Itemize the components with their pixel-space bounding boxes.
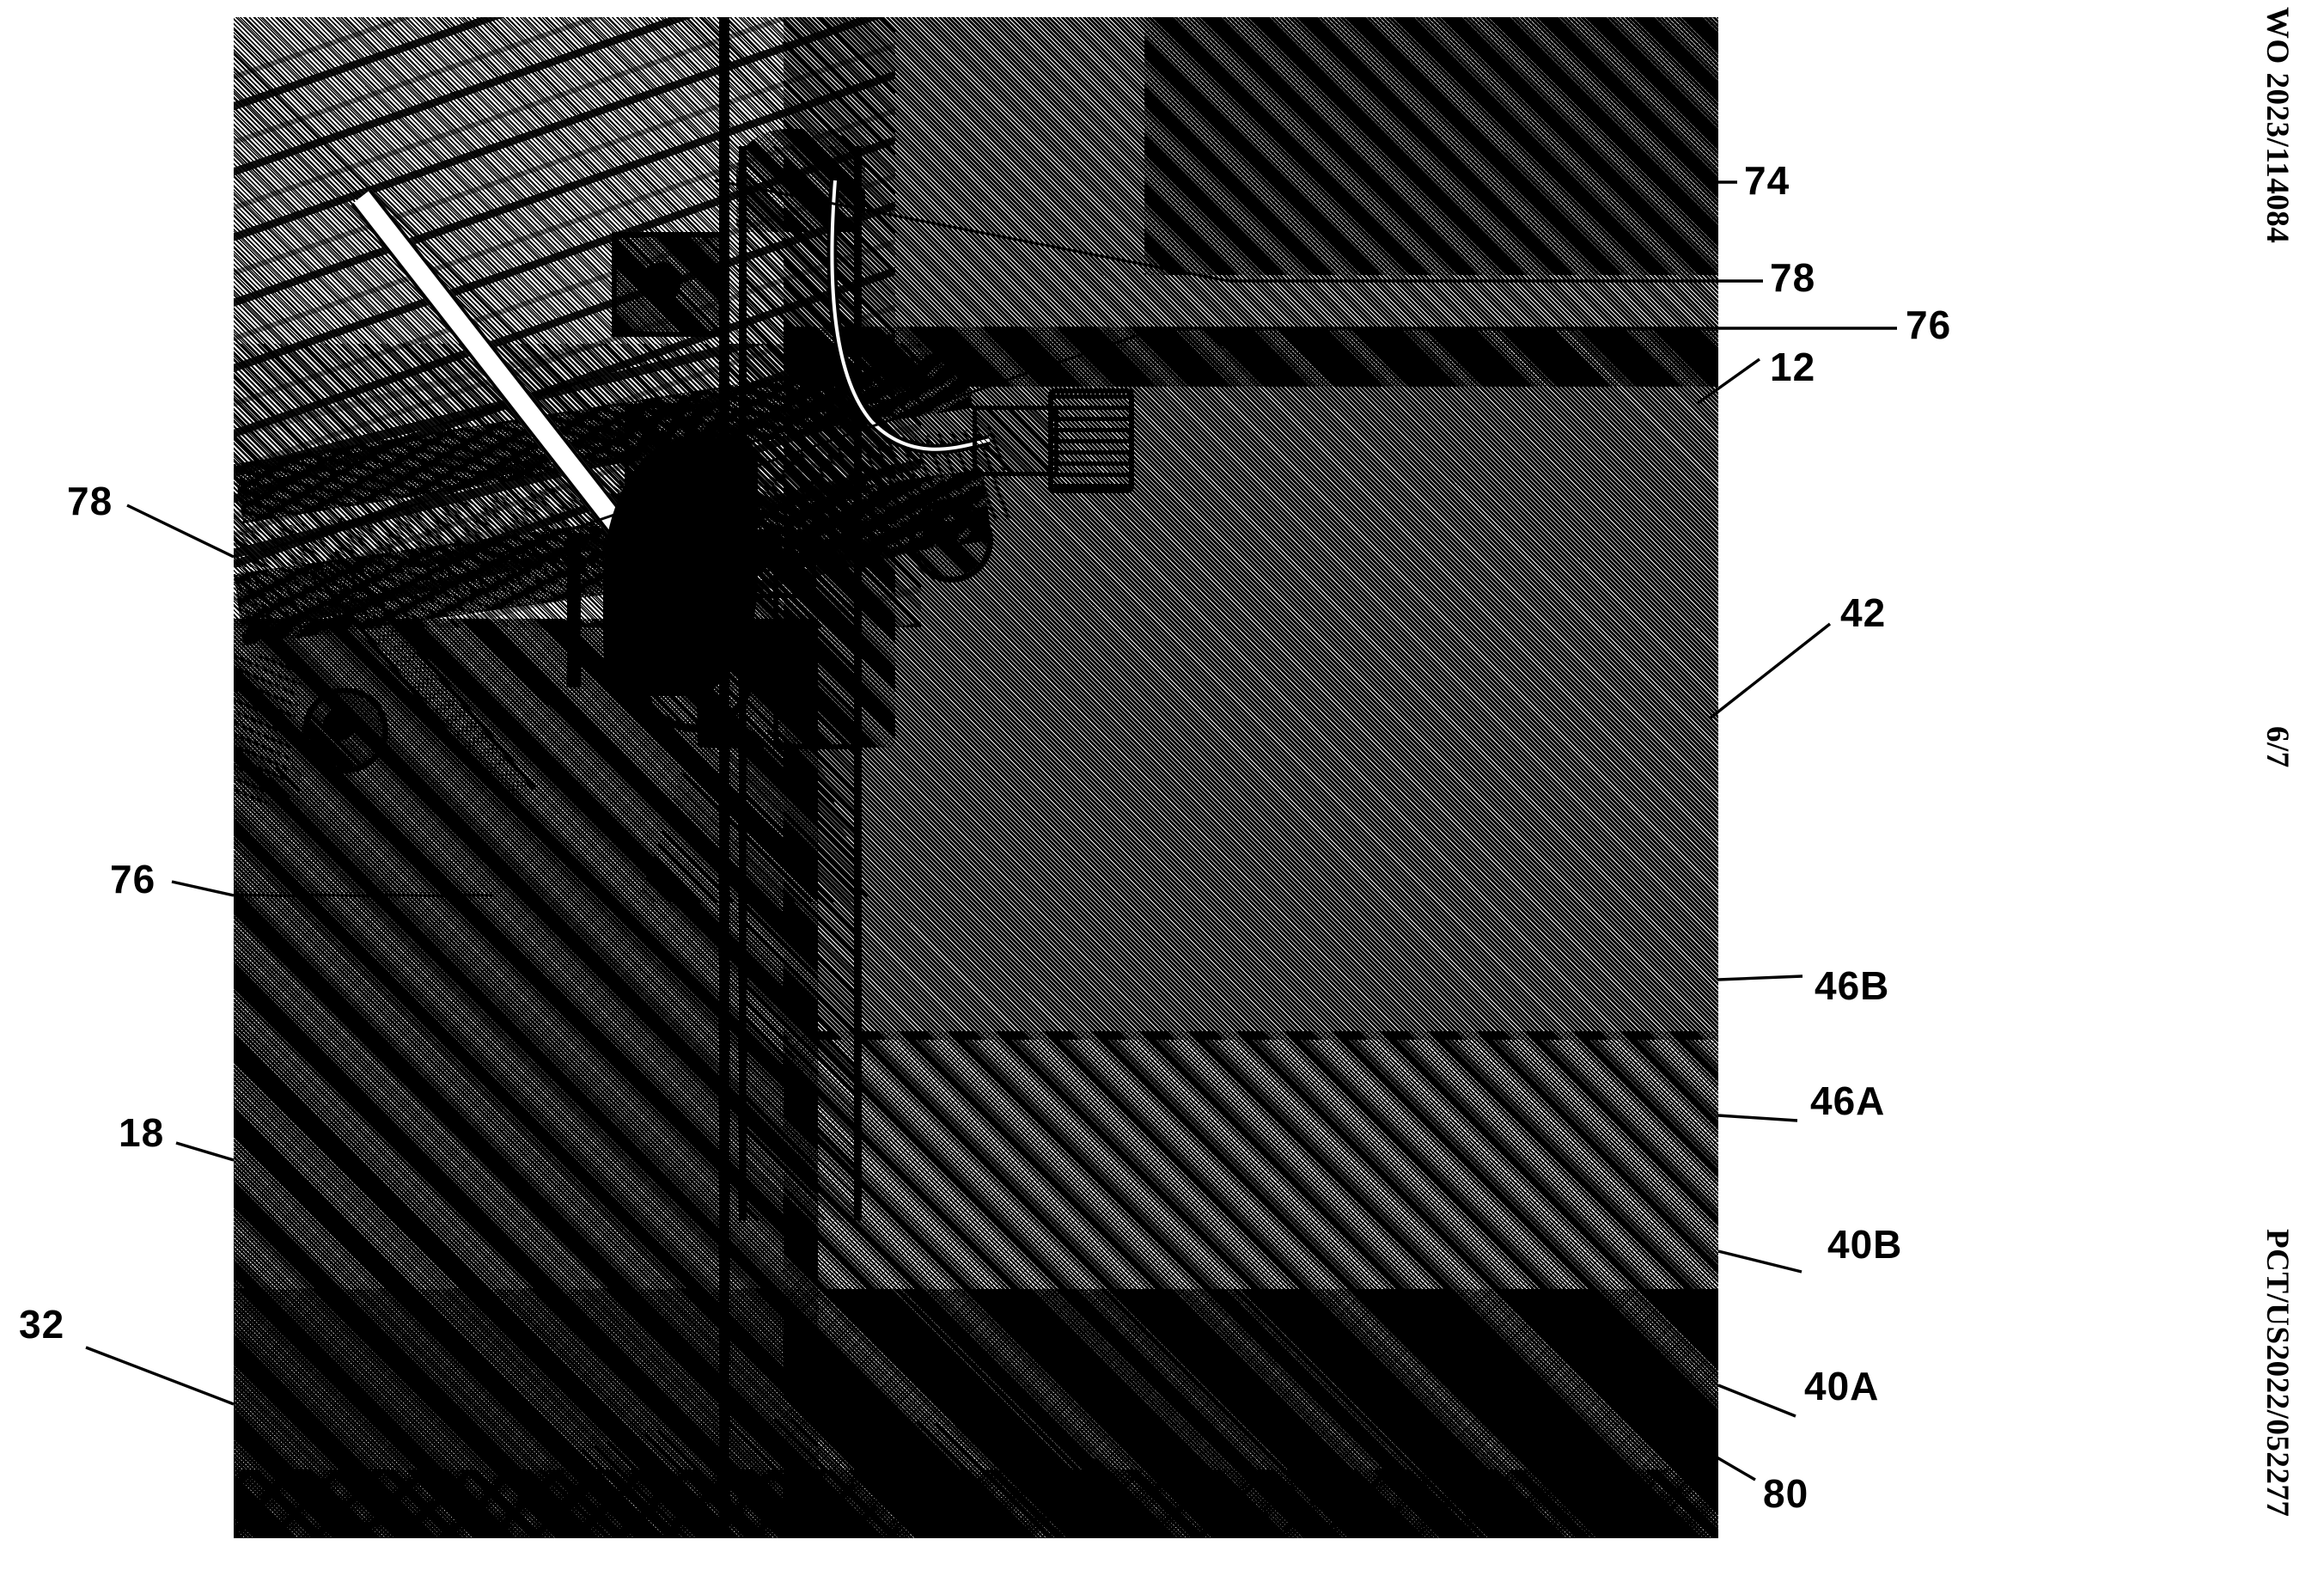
body-panel-seam [784,327,1718,387]
reference-numeral-80: 80 [1763,1471,1809,1516]
leader-line-46a [1717,1114,1798,1122]
leader-line-32 [85,1346,235,1406]
reference-numeral-76: 76 [110,857,156,901]
component-18-knob [268,765,302,799]
leader-line-46b [1717,974,1803,981]
linkage-clevis [711,529,816,598]
reference-numeral-74: 74 [1744,158,1790,203]
reference-numeral-40a: 40A [1804,1364,1880,1408]
coupler-body [973,406,1058,476]
figure-photograph [234,17,1718,1538]
body-panel-lower-right [784,387,1718,1040]
leader-line-40b [1717,1249,1802,1274]
leader-line-42 [1708,622,1832,720]
port-center [931,521,959,548]
lower-pivot-pin [663,641,711,689]
reference-numeral-78: 78 [67,479,113,523]
upper-pivot-pin [642,262,681,302]
reference-numeral-78: 78 [1770,255,1816,300]
sheet-number: 6/7 [2260,726,2295,768]
internal-leader-lines [234,179,1718,897]
implement-head-plate [517,1418,1136,1538]
hydraulic-hose [827,180,991,455]
application-number: PCT/US2022/052277 [2260,1229,2295,1518]
reference-numeral-12: 12 [1770,345,1816,389]
coupler-splined-head [1048,388,1134,493]
publication-number: WO 2023/114084 [2260,7,2295,244]
linkage-plate [773,541,861,749]
reference-numeral-18: 18 [119,1110,165,1155]
body-panel-top-corner [1144,17,1718,275]
leader-line-78 [126,504,235,559]
leader-line-80 [1713,1454,1756,1481]
reference-numeral-46b: 46B [1815,963,1890,1008]
leader-line-40a [1717,1384,1796,1418]
reference-numeral-46a: 46A [1810,1078,1886,1123]
strut-pivot-pin [323,708,356,741]
leader-line-76 [171,880,235,897]
reference-numeral-42: 42 [1840,590,1887,635]
mast-top-fitting [736,129,865,232]
leader-line-18 [175,1141,235,1162]
reference-numeral-32: 32 [19,1302,65,1347]
tie-rod [567,533,581,687]
strut-lower-eye [302,687,388,773]
reference-numeral-40b: 40B [1827,1222,1903,1267]
reference-numeral-76: 76 [1906,302,1952,347]
